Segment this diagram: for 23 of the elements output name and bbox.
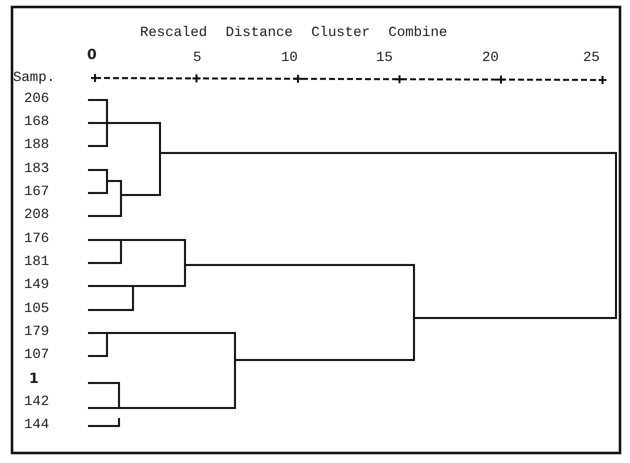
sample-label: 1 [29, 371, 39, 387]
sample-label: 181 [24, 254, 50, 270]
sample-label: 149 [24, 277, 50, 293]
sample-label: 105 [24, 301, 50, 317]
tick-label: 0 [87, 47, 97, 63]
sample-label: 167 [24, 184, 50, 200]
sample-label: 168 [24, 114, 50, 130]
sample-label: 176 [24, 231, 50, 247]
tick-label: 20 [482, 50, 499, 66]
tick-label: 5 [193, 50, 202, 66]
tick-label: 15 [376, 50, 393, 66]
axis-label: Samp. [13, 70, 56, 86]
sample-label: 183 [24, 161, 50, 177]
sample-label: 142 [24, 394, 50, 410]
axis-title: Rescaled Distance Cluster Combine [140, 25, 448, 41]
sample-label: 206 [24, 91, 50, 107]
tick-label: 25 [583, 50, 600, 66]
sample-label: 208 [24, 207, 50, 223]
tick-label: 10 [281, 50, 298, 66]
sample-label: 188 [24, 137, 50, 153]
sample-label: 179 [24, 324, 50, 340]
sample-label: 144 [24, 417, 50, 433]
sample-label: 107 [24, 347, 50, 363]
